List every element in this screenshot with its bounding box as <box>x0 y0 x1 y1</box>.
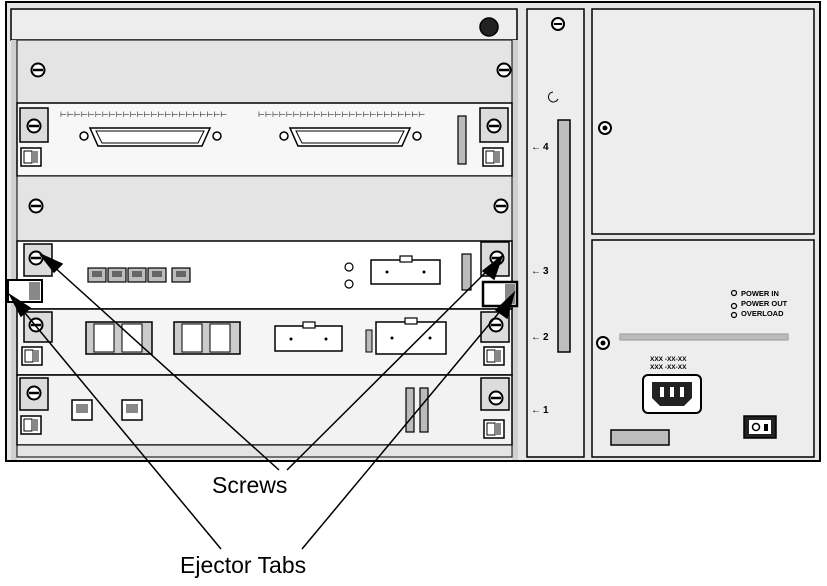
screws-callout-label: Screws <box>212 472 288 498</box>
led-power-in: POWER IN <box>741 289 779 298</box>
svg-text:⊢⊢⊢⊢⊢⊢⊢⊢⊢⊢⊢⊢⊢⊢⊢⊢⊢⊢⊢⊢⊢⊢⊢⊢: ⊢⊢⊢⊢⊢⊢⊢⊢⊢⊢⊢⊢⊢⊢⊢⊢⊢⊢⊢⊢⊢⊢⊢⊢ <box>60 110 227 119</box>
top-indicator <box>479 17 499 37</box>
right-rail <box>512 40 518 460</box>
card-slot-3 <box>16 240 513 310</box>
rating-line-2: XXX -XX-XX <box>650 364 687 371</box>
svg-text:←: ← <box>531 332 541 343</box>
power-switch[interactable] <box>743 415 777 439</box>
rating-line-1: XXX -XX-XX <box>650 356 687 363</box>
right-upper-panel <box>591 8 815 235</box>
svg-text:←: ← <box>531 405 541 416</box>
slot-label-2: 2 <box>543 332 549 343</box>
card-slot-2 <box>16 308 513 376</box>
bottom-lip <box>16 444 513 458</box>
svg-text:⊢⊢⊢⊢⊢⊢⊢⊢⊢⊢⊢⊢⊢⊢⊢⊢⊢⊢⊢⊢⊢⊢⊢⊢: ⊢⊢⊢⊢⊢⊢⊢⊢⊢⊢⊢⊢⊢⊢⊢⊢⊢⊢⊢⊢⊢⊢⊢⊢ <box>258 110 425 119</box>
ejector-tabs-callout-label: Ejector Tabs <box>180 552 307 578</box>
card-slot-4: ⊢⊢⊢⊢⊢⊢⊢⊢⊢⊢⊢⊢⊢⊢⊢⊢⊢⊢⊢⊢⊢⊢⊢⊢ ⊢⊢⊢⊢⊢⊢⊢⊢⊢⊢⊢⊢⊢⊢⊢… <box>16 102 513 177</box>
light-pipe <box>557 119 571 353</box>
blank-panel-middle <box>16 175 513 242</box>
callout-lines <box>8 253 516 550</box>
left-rail <box>11 40 17 460</box>
led-overload: OVERLOAD <box>741 309 784 318</box>
top-blank-strip <box>10 8 518 41</box>
blank-panel-upper <box>16 39 513 104</box>
power-status-strip <box>619 333 789 341</box>
slot-label-3: 3 <box>543 266 549 277</box>
led-power-out: POWER OUT <box>741 299 788 308</box>
slot-label-1: 1 <box>543 405 549 416</box>
slot-label-4: 4 <box>543 142 549 153</box>
power-supply-panel <box>591 239 815 458</box>
slot-number-column <box>526 8 585 458</box>
left-ejector-tab <box>7 279 43 303</box>
card-slot-1 <box>16 374 513 446</box>
power-label-plate <box>610 429 670 446</box>
svg-text:←: ← <box>531 266 541 277</box>
svg-text:←: ← <box>531 142 541 153</box>
ac-power-inlet <box>642 374 702 414</box>
